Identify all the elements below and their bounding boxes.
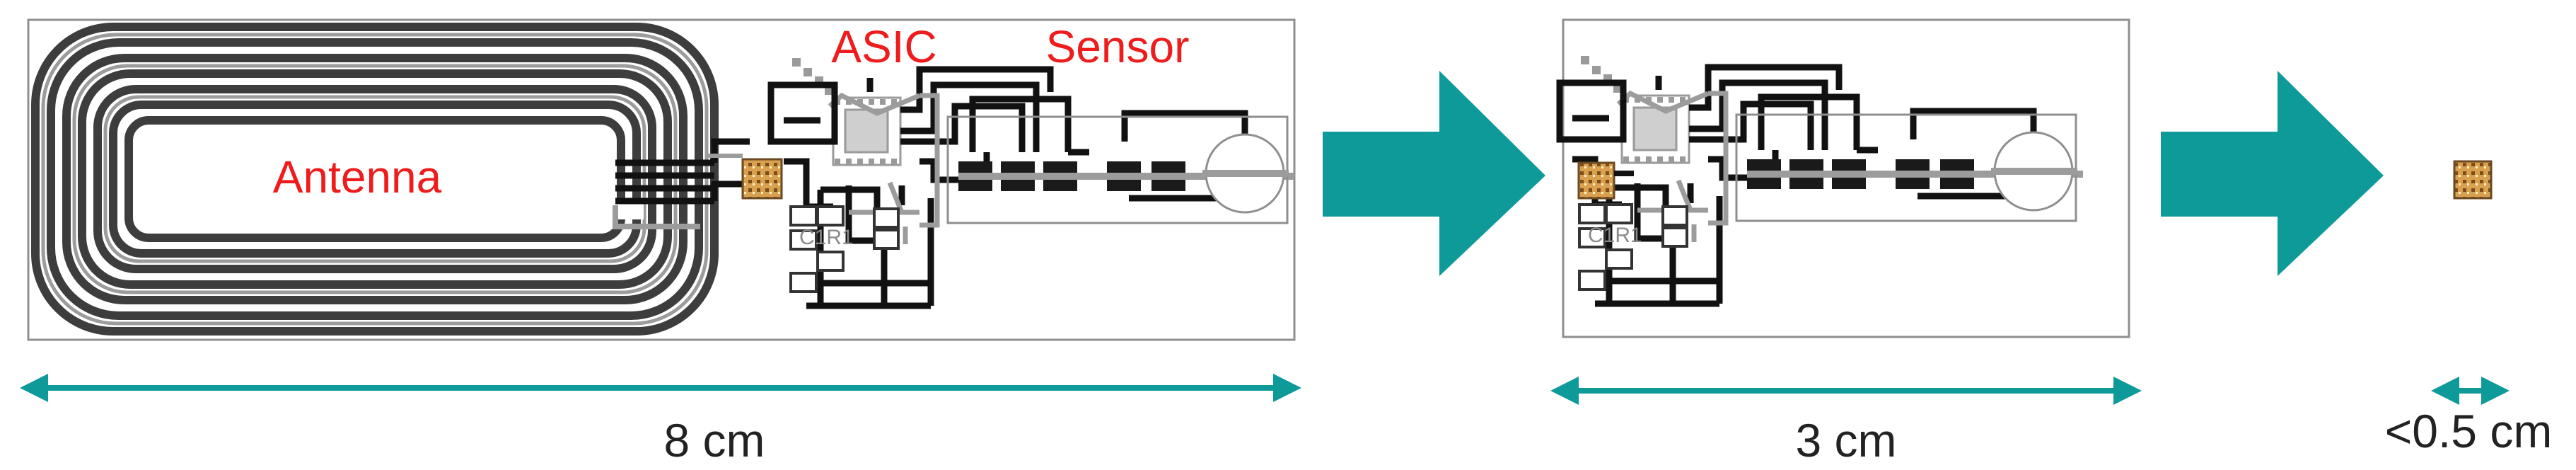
- asic-chip-reduced: [1577, 161, 1615, 200]
- silkscreen-label-reduced: C1R1: [1588, 224, 1642, 247]
- teal-block-arrow-2: [2161, 71, 2384, 276]
- asic-chip-final: [2453, 160, 2493, 200]
- dimension-label-chip: <0.5 cm: [2385, 405, 2553, 457]
- antenna-coil: [31, 23, 719, 336]
- dimension-label-reduced: 3 cm: [1795, 414, 1896, 466]
- board-full: Antenna ASIC Sensor C1R1: [27, 18, 1294, 341]
- antenna-label: Antenna: [273, 151, 442, 202]
- asic-label: ASIC: [831, 21, 936, 72]
- teal-block-arrow-1: [1323, 71, 1545, 276]
- dimension-label-full: 8 cm: [663, 414, 765, 466]
- board-reduced: C1R1: [1556, 18, 2130, 338]
- antenna-window: [141, 132, 604, 227]
- asic-chip: [741, 158, 783, 200]
- sensor-label: Sensor: [1046, 21, 1190, 72]
- silkscreen-label: C1R1: [799, 226, 854, 249]
